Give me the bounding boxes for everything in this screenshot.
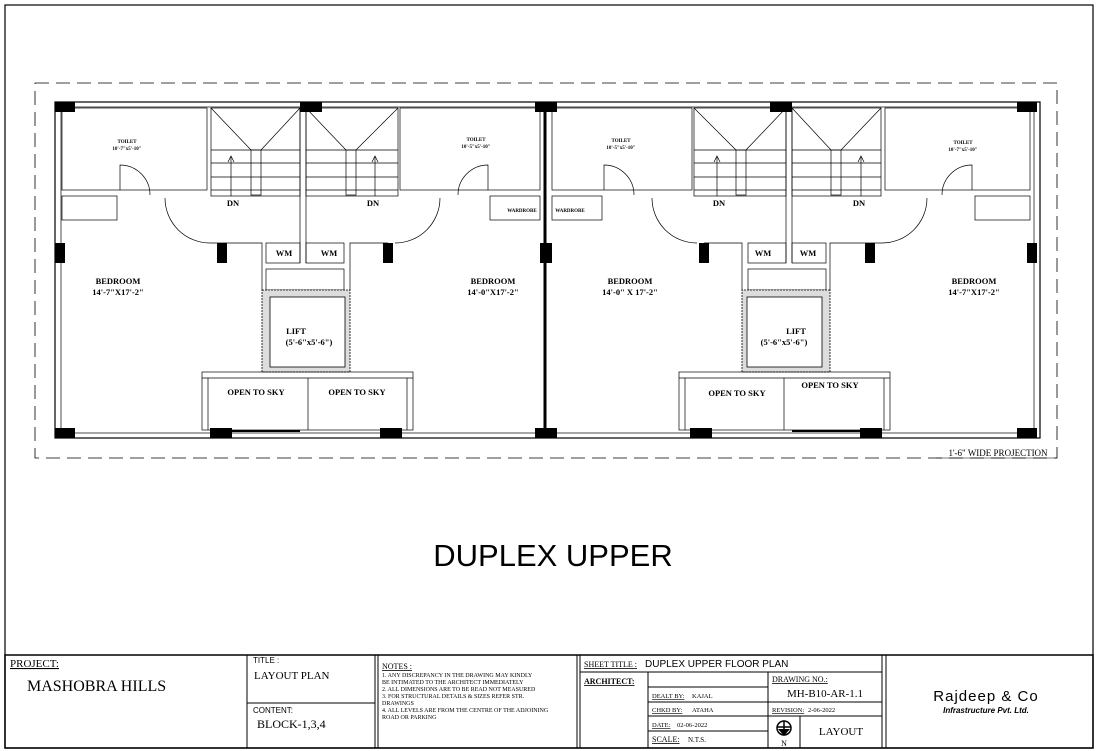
open-to-sky-label: OPEN TO SKY (801, 380, 858, 390)
dn-label: DN (367, 198, 380, 208)
wm-label: WM (755, 248, 772, 258)
dn-label: DN (713, 198, 726, 208)
open-to-sky-area (201, 371, 414, 431)
wm-box (305, 242, 345, 264)
chkd-by-label: CHKD BY: (652, 707, 682, 714)
note-line: 3. FOR STRUCTURAL DETAILS & SIZES REFER … (382, 694, 525, 700)
lift-label: LIFT (786, 326, 806, 336)
projection-outline (34, 82, 1058, 459)
bedroom-size: 14'-7"X17'-2" (92, 287, 143, 297)
dn-label: DN (227, 198, 240, 208)
date-label: DATE: (652, 722, 671, 729)
company-subtitle: Infrastructure Pvt. Ltd. (943, 706, 1029, 715)
toilet-label: TOILET (117, 140, 137, 145)
revision-label: REVISION: (772, 707, 804, 714)
door-swing (394, 197, 441, 244)
open-to-sky-label: OPEN TO SKY (708, 388, 765, 398)
title-label: TITLE : (253, 656, 279, 665)
note-line: 1. ANY DISCREPANCY IN THE DRAWING MAY KI… (382, 673, 533, 679)
toilet-size: 10'-5"x5'-10" (606, 146, 635, 151)
title-block-text: PROJECT: MASHOBRA HILLS TITLE : LAYOUT P… (10, 656, 1038, 748)
wm-label: WM (800, 248, 817, 258)
bedroom-label: BEDROOM (96, 276, 141, 286)
unit-geometry (55, 102, 555, 438)
wm-label: WM (276, 248, 293, 258)
lift-label: LIFT (286, 326, 306, 336)
toilet-label: TOILET (611, 139, 631, 144)
bedroom-label: BEDROOM (608, 276, 653, 286)
toilet-room (399, 107, 541, 191)
drawing-no: MH-B10-AR-1.1 (787, 688, 863, 700)
project-name: MASHOBRA HILLS (27, 678, 166, 695)
scale-label: SCALE: (652, 735, 680, 744)
wardrobe (61, 195, 118, 221)
architect-label: ARCHITECT: (584, 677, 635, 686)
wardrobe-label: WARDROBE (507, 209, 537, 214)
drawing-title: DUPLEX UPPER (433, 538, 672, 573)
toilet-size: 10'-7"x5'-10" (948, 148, 977, 153)
wm-box (265, 242, 301, 264)
content-label: CONTENT: (253, 706, 293, 715)
note-line: 4. ALL LEVELS ARE FROM THE CENTRE OF THE… (382, 708, 549, 714)
toilet-room (61, 107, 208, 191)
dn-label: DN (853, 198, 866, 208)
bedroom-label: BEDROOM (952, 276, 997, 286)
door-swing (164, 197, 211, 244)
dealt-by: KAJAL (692, 693, 713, 700)
open-to-sky-label: OPEN TO SKY (328, 387, 385, 397)
company-name: Rajdeep & Co (933, 688, 1038, 705)
room-labels: TOILET 10'-7"x5'-10" TOILET 10'-5"x5'-10… (92, 138, 999, 398)
wm-label: WM (321, 248, 338, 258)
north-label: N (781, 739, 787, 748)
note-line: ROAD OR PARKING (382, 715, 437, 721)
staircase (305, 107, 399, 197)
dealt-by-label: DEALT BY: (652, 693, 685, 700)
projection-note: 1'-6" WIDE PROJECTION (948, 448, 1048, 458)
note-line: BE INTIMATED TO THE ARCHITECT IMMEDIATEL… (382, 680, 524, 686)
wardrobe (489, 195, 541, 221)
toilet-label: TOILET (466, 138, 486, 143)
structural-columns (55, 102, 555, 438)
project-label: PROJECT: (10, 658, 59, 670)
layout-label: LAYOUT (819, 726, 863, 738)
lift-size: (5'-6"x5'-6") (761, 337, 808, 347)
note-line: DRAWINGS (382, 701, 414, 707)
chkd-by: ATAHA (692, 707, 714, 714)
drawing-no-label: DRAWING NO.: (772, 675, 828, 684)
toilet-size: 10'-5"x5'-10" (461, 145, 490, 150)
toilet-size: 10'-7"x5'-10" (112, 147, 141, 152)
door-swing (119, 164, 151, 196)
wardrobe-label: WARDROBE (555, 209, 585, 214)
sheet-border (4, 4, 1094, 749)
toilet-label: TOILET (953, 141, 973, 146)
revision-value: 2-06-2022 (808, 707, 835, 714)
bedroom-label: BEDROOM (471, 276, 516, 286)
scale-value: N.T.S. (688, 736, 706, 744)
open-to-sky-label: OPEN TO SKY (227, 387, 284, 397)
bedroom-size: 14'-0" X 17'-2" (602, 287, 658, 297)
sheet-title-label: SHEET TITLE : (584, 660, 637, 669)
outer-wall (54, 101, 1041, 439)
note-line: 2. ALL DIMENSIONS ARE TO BE READ NOT MEA… (382, 687, 536, 693)
bedroom-size: 14'-7"X17'-2" (948, 287, 999, 297)
title-value: LAYOUT PLAN (254, 670, 330, 682)
bedroom-size: 14'-0"X17'-2" (467, 287, 518, 297)
sheet-title: DUPLEX UPPER FLOOR PLAN (645, 659, 788, 670)
staircase (210, 107, 301, 197)
content-value: BLOCK-1,3,4 (257, 717, 326, 731)
lift-size: (5'-6"x5'-6") (286, 337, 333, 347)
date-value: 02-06-2022 (677, 722, 707, 729)
notes-label: NOTES : (382, 662, 412, 671)
north-arrow-icon (776, 720, 792, 736)
title-block (4, 654, 1094, 749)
